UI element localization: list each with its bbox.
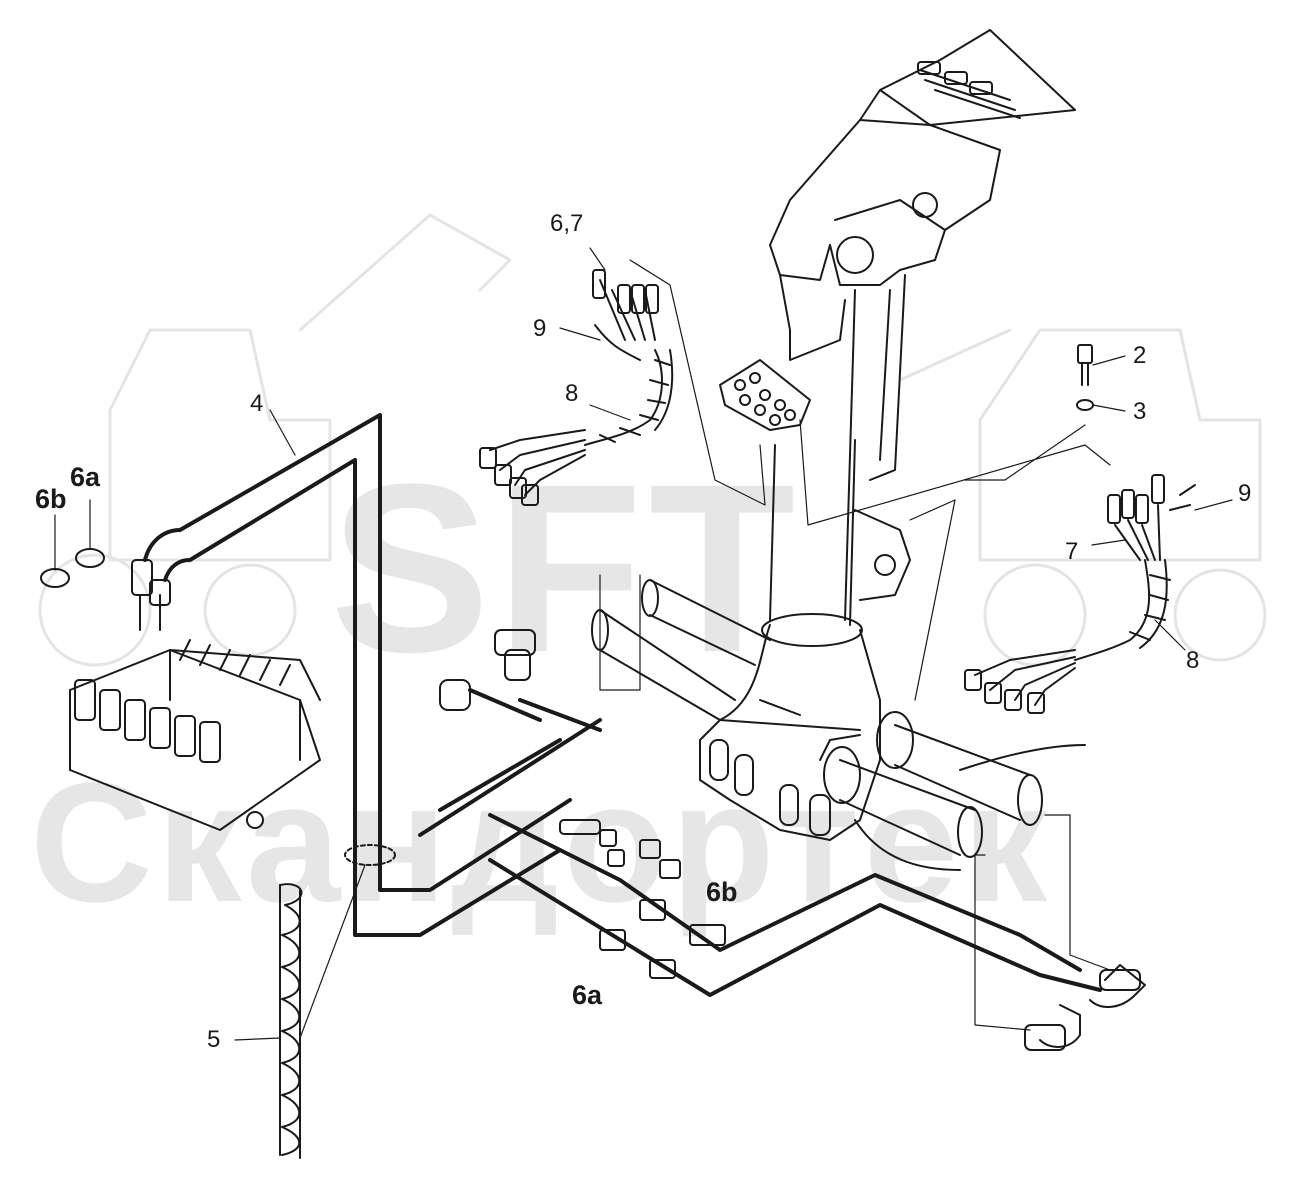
- boom-hoses-top: [917, 61, 1021, 119]
- callout-6a-bottom: 6a: [572, 980, 603, 1010]
- callout-6b-left: 6b: [35, 484, 67, 514]
- callout-6a-left: 6a: [70, 462, 101, 492]
- callout-2: 2: [1133, 342, 1147, 369]
- hose-fittings-center: [439, 629, 726, 979]
- manifold-block: [719, 359, 811, 431]
- watermark-tractor-left: [38, 213, 512, 667]
- valve-spools: [74, 679, 221, 763]
- spiral-guard-5: [279, 844, 396, 1159]
- elbow-fittings-right: [1024, 964, 1146, 1051]
- bolt-and-washer: [1076, 344, 1094, 411]
- hose-bundle-top: [479, 269, 674, 506]
- callout-6b-middle: 6b: [706, 877, 738, 907]
- callout-3: 3: [1133, 398, 1147, 425]
- callout-8-top: 8: [565, 380, 579, 407]
- callout-8-right: 8: [1186, 647, 1200, 674]
- callout-9-right: 9: [1238, 480, 1252, 507]
- callout-5: 5: [207, 1026, 221, 1053]
- leader-lines: [54, 247, 1233, 1041]
- callout-7: 7: [1065, 538, 1079, 565]
- swing-frame-base: [699, 613, 914, 841]
- stabilizer-cylinders: [591, 579, 1086, 871]
- hose-4: [143, 413, 572, 937]
- boom-arm-assembly: [769, 29, 1076, 621]
- callout-6-7: 6,7: [550, 210, 584, 237]
- hose-6a-6b: [418, 688, 1102, 997]
- watermark-brand: SFT: [330, 434, 802, 702]
- callout-9-top: 9: [533, 315, 547, 342]
- control-valve-block: [69, 559, 321, 831]
- callout-4: 4: [250, 390, 264, 417]
- watermark-tractor-right: [898, 328, 1267, 667]
- hose-bundle-right: [964, 474, 1196, 714]
- column-post: [769, 439, 911, 626]
